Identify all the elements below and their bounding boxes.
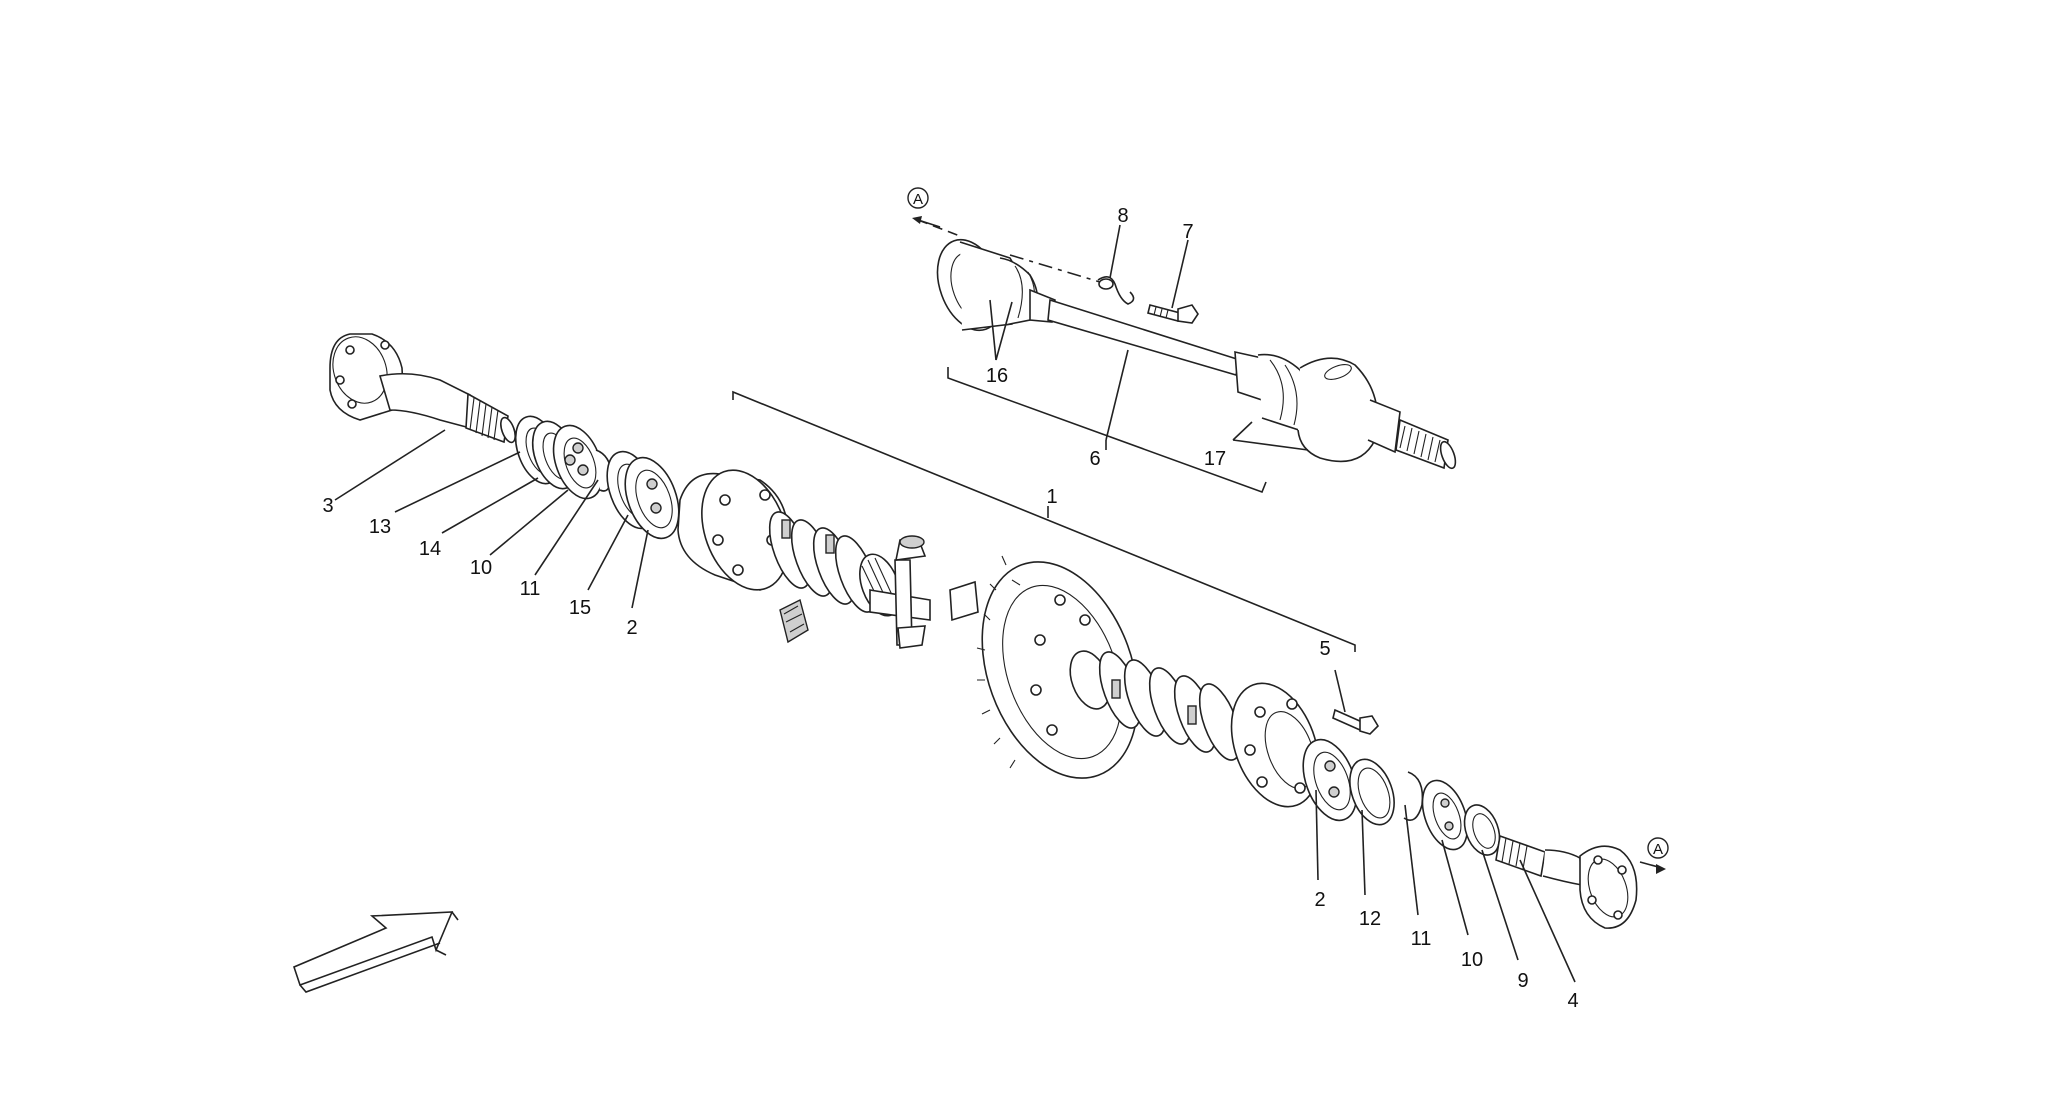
differential-case-right [1069, 650, 1380, 808]
driveshaft-assembly [912, 216, 1457, 470]
label-4: 4 [1567, 990, 1578, 1012]
label-8: 8 [1117, 205, 1128, 227]
leader-lines [334, 429, 1576, 983]
label-12: 12 [1359, 908, 1381, 930]
label-14: 14 [419, 538, 441, 560]
label-6: 6 [1089, 448, 1100, 470]
ref-a-top: A [907, 187, 929, 209]
view-direction-arrow [293, 911, 454, 987]
right-axle-parts [1302, 738, 1666, 929]
label-2-right: 2 [1314, 889, 1325, 911]
label-3: 3 [322, 495, 333, 517]
driveshaft-bracket [947, 224, 1309, 494]
arrow-shadow [299, 911, 459, 993]
label-10-left: 10 [470, 557, 492, 579]
bracket-1 [732, 390, 1356, 652]
label-11-right: 11 [1411, 928, 1432, 950]
spider-gears [779, 535, 979, 649]
label-5: 5 [1319, 638, 1330, 660]
label-2-left: 2 [626, 617, 637, 639]
label-15: 15 [569, 597, 591, 619]
label-7: 7 [1182, 221, 1193, 243]
label-17: 17 [1204, 448, 1226, 470]
label-13: 13 [369, 516, 391, 538]
label-10-right: 10 [1461, 949, 1483, 971]
svg-text:A: A [1653, 841, 1663, 858]
ref-a-right: A [1647, 837, 1669, 859]
label-16: 16 [986, 365, 1008, 387]
label-11-left: 11 [520, 578, 541, 600]
label-9: 9 [1517, 970, 1528, 992]
ring-gear [976, 555, 1139, 779]
left-axle-parts [329, 333, 680, 540]
svg-text:A: A [913, 191, 923, 208]
label-1: 1 [1046, 486, 1057, 508]
